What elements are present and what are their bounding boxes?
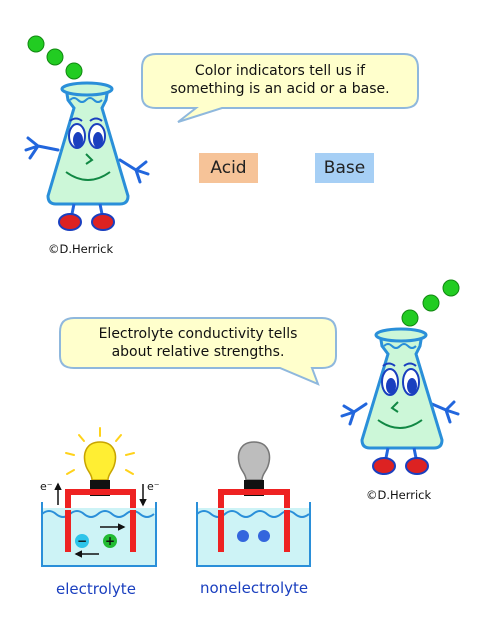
beaker-water bbox=[197, 508, 310, 566]
pupil-right bbox=[407, 378, 417, 394]
brow-left bbox=[69, 117, 83, 122]
left-arm bbox=[24, 136, 60, 160]
smile bbox=[377, 419, 423, 429]
beaker-walls bbox=[41, 502, 157, 567]
brow-right bbox=[403, 362, 417, 367]
speech-bubble-1-text: Color indicators tell us if something is… bbox=[142, 62, 418, 98]
bubble-dot bbox=[442, 279, 460, 297]
flask-rim bbox=[374, 327, 428, 343]
water-surface bbox=[196, 510, 310, 518]
flask-mascot-bottom bbox=[340, 279, 460, 475]
speech-bubble-2 bbox=[59, 317, 337, 386]
bubble-2-line-1: Electrolyte conductivity tells bbox=[98, 326, 298, 342]
neutral-molecule bbox=[237, 530, 249, 542]
pupil-left bbox=[73, 132, 83, 148]
shoe-left bbox=[372, 457, 396, 475]
bubble-1-line-2: something is an acid or a base. bbox=[170, 81, 390, 97]
positive-ion-sign: + bbox=[104, 534, 116, 548]
base-label: Base bbox=[315, 153, 374, 183]
electrolyte-apparatus bbox=[41, 427, 157, 567]
bubble-2-line-2: about relative strengths. bbox=[111, 344, 285, 360]
smile bbox=[65, 171, 111, 181]
credit-top: ©D.Herrick bbox=[48, 242, 114, 256]
liquid-wave bbox=[383, 343, 417, 349]
bubble-dot bbox=[65, 62, 83, 80]
left-arm bbox=[340, 402, 368, 426]
electrode-circuit-front bbox=[65, 510, 136, 552]
neutral-molecule bbox=[258, 530, 270, 542]
nose bbox=[85, 153, 94, 165]
positive-ion bbox=[103, 534, 117, 548]
brow-right bbox=[89, 117, 103, 122]
bulb-glow bbox=[65, 427, 135, 475]
shoe-right bbox=[405, 457, 429, 475]
bubble-dot bbox=[46, 48, 64, 66]
nose bbox=[390, 401, 399, 413]
flask-mascot-top bbox=[24, 35, 150, 231]
flask-body bbox=[360, 332, 444, 450]
pupil-left bbox=[386, 378, 396, 394]
electrode-circuit-front bbox=[218, 510, 290, 552]
bubble-dot bbox=[422, 294, 440, 312]
shoe-right bbox=[91, 213, 115, 231]
negative-ion-sign: − bbox=[76, 534, 88, 548]
electron-label-right: e⁻ bbox=[147, 480, 160, 493]
beaker-walls bbox=[196, 502, 311, 567]
speech-bubble-1 bbox=[141, 53, 419, 123]
electron-label-left: e⁻ bbox=[40, 480, 53, 493]
bubble-dot bbox=[27, 35, 45, 53]
bubble-1-line-1: Color indicators tell us if bbox=[194, 63, 366, 79]
shoe-left bbox=[58, 213, 82, 231]
flask-body bbox=[46, 86, 130, 206]
bubble-dot bbox=[401, 309, 419, 327]
caption-nonelectrolyte: nonelectrolyte bbox=[200, 579, 309, 597]
liquid-wave bbox=[69, 97, 103, 103]
right-arm bbox=[118, 158, 150, 184]
caption-electrolyte: electrolyte bbox=[56, 580, 136, 598]
credit-bottom: ©D.Herrick bbox=[366, 488, 432, 502]
light-bulb-off bbox=[237, 441, 271, 481]
right-arm bbox=[430, 400, 460, 424]
light-bulb-lit bbox=[83, 441, 117, 481]
pupil-right bbox=[93, 132, 103, 148]
acid-label: Acid bbox=[199, 153, 258, 183]
flask-rim bbox=[60, 81, 114, 97]
nonelectrolyte-apparatus bbox=[196, 441, 311, 567]
negative-ion bbox=[75, 534, 89, 548]
brow-left bbox=[382, 362, 396, 367]
speech-bubble-2-text: Electrolyte conductivity tells about rel… bbox=[60, 325, 336, 361]
